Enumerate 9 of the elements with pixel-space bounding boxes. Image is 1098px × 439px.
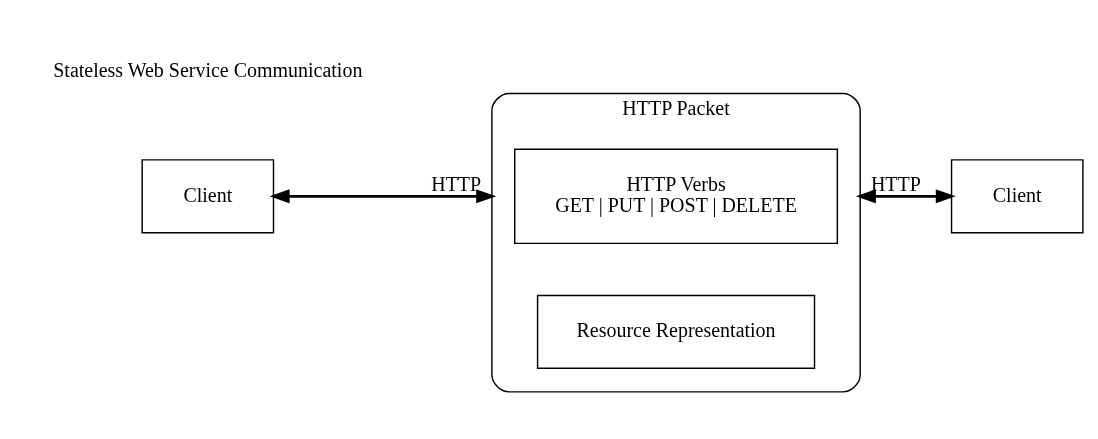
arrow [855,189,956,204]
node-box: HTTP Verbs GET | PUT | POST | DELETE [514,148,839,245]
node-box: Resource Representation [536,294,816,370]
label: Stateless Web Service Communication [53,59,363,82]
node-box: Client [950,159,1084,234]
node-box: Client [141,159,275,234]
edge-label: HTTP [870,172,921,195]
edge-label: HTTP [431,172,482,195]
arrow [269,189,497,204]
